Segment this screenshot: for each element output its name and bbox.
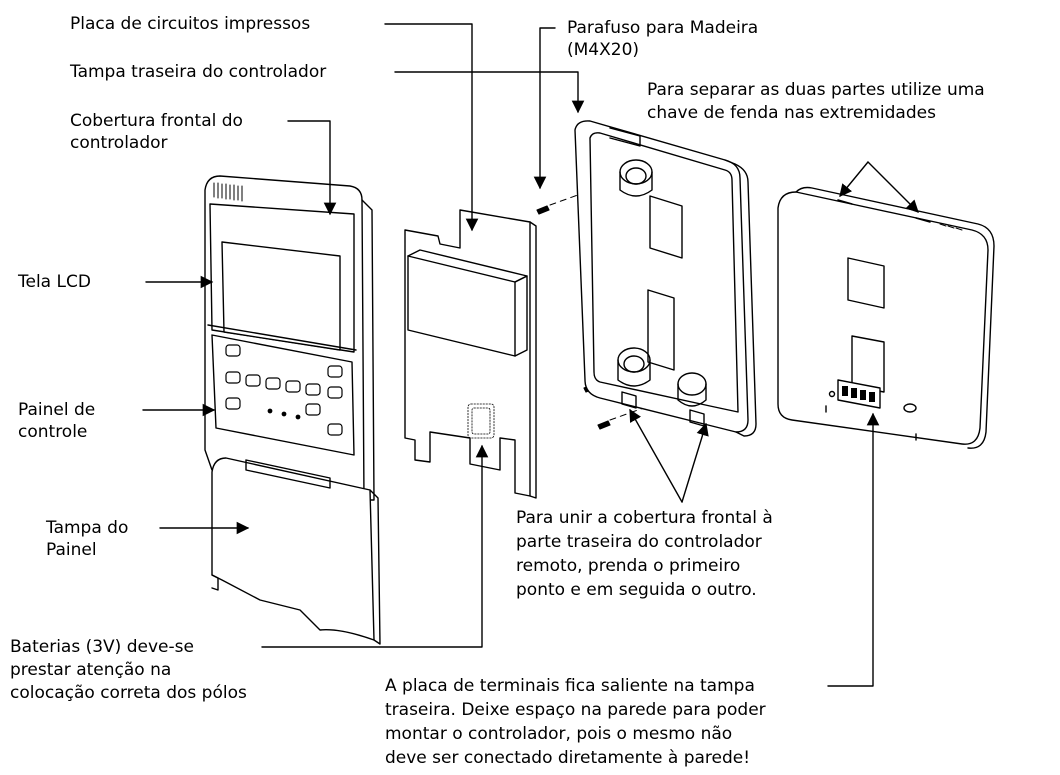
pcb-board — [404, 209, 537, 499]
label-panel-line2: controle — [18, 422, 88, 442]
callout-lines — [142, 23, 919, 687]
label-join-line1: Para unir a cobertura frontal à — [516, 508, 773, 528]
lcd-screen — [221, 241, 341, 351]
label-separate-line1: Para separar as duas partes utilize uma — [647, 80, 985, 100]
assembled-unit — [777, 186, 995, 449]
label-screw-line1: Parafuso para Madeira — [567, 18, 759, 38]
label-join-line2: parte traseira do controlador — [516, 532, 762, 552]
vent-grill — [213, 182, 243, 202]
label-terminal-line3: montar o controlador, pois o mesmo não — [385, 724, 733, 744]
control-panel — [211, 334, 355, 456]
label-panel-line1: Painel de — [18, 400, 96, 420]
label-back-cover: Tampa traseira do controlador — [70, 62, 327, 82]
label-panel-lid-line2: Painel — [46, 540, 97, 560]
panel-buttons — [225, 344, 343, 436]
label-terminal-line4: deve ser conectado diretamente à parede! — [385, 748, 751, 768]
battery-holder — [467, 403, 495, 439]
label-pcb: Placa de circuitos impressos — [70, 14, 311, 34]
label-join-line4: ponto e em seguida o outro. — [516, 580, 757, 600]
label-panel-lid-line1: Tampa do — [46, 518, 129, 538]
label-batteries-line1: Baterias (3V) deve-se — [10, 637, 194, 657]
label-join-line3: remoto, prenda o primeiro — [516, 556, 741, 576]
front-cover-unit — [204, 175, 381, 645]
label-batteries-line2: prestar atenção na — [10, 660, 172, 680]
label-screw-line2: (M4X20) — [567, 40, 640, 60]
label-separate-line2: chave de fenda nas extremidades — [647, 103, 936, 123]
label-batteries-line3: colocação correta dos pólos — [10, 683, 247, 703]
panel-lid — [211, 457, 375, 641]
label-terminal-line2: traseira. Deixe espaço na parede para po… — [385, 700, 766, 720]
back-cover — [574, 120, 757, 437]
label-front-cover-line2: controlador — [70, 133, 168, 153]
label-front-cover-line1: Cobertura frontal do — [70, 111, 243, 131]
label-lcd: Tela LCD — [18, 272, 91, 292]
label-terminal-line1: A placa de terminais fica saliente na ta… — [385, 676, 755, 696]
terminal-block — [837, 379, 881, 409]
